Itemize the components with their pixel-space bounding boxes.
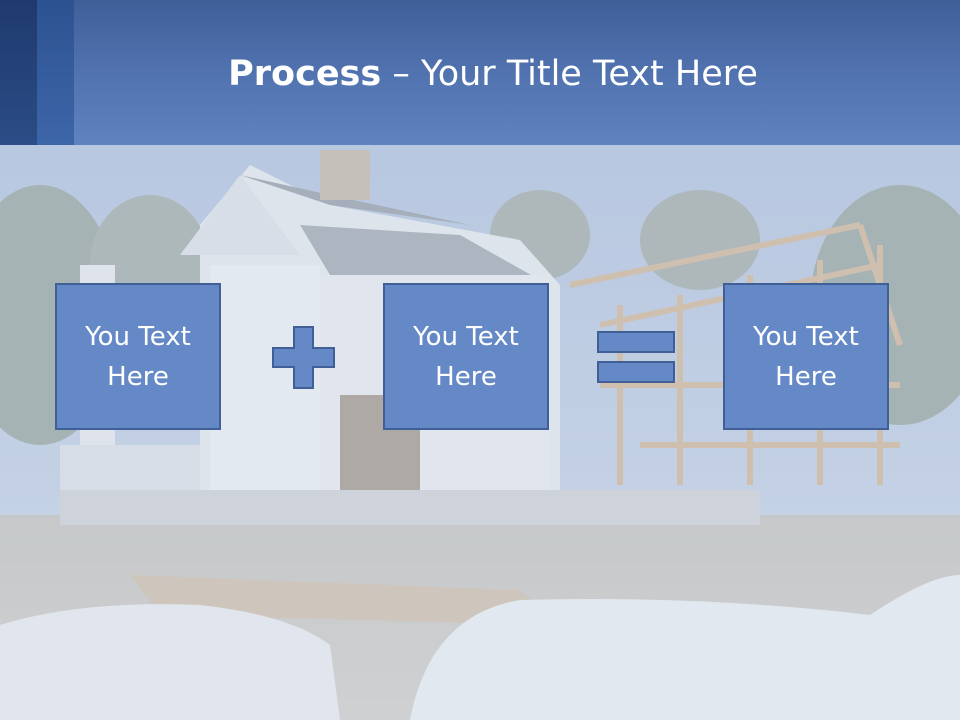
accent-stripe (0, 0, 37, 145)
process-step-box[interactable]: You Text Here (723, 283, 889, 430)
slide-title[interactable]: Process – Your Title Text Here (0, 52, 960, 96)
process-step-box[interactable]: You Text Here (55, 283, 221, 430)
process-step-label: You Text Here (413, 321, 519, 392)
process-step-label: You Text Here (85, 321, 191, 392)
process-step-box[interactable]: You Text Here (383, 283, 549, 430)
equals-icon (597, 331, 675, 383)
plus-icon (272, 326, 335, 389)
process-step-label: You Text Here (753, 321, 859, 392)
accent-stripe (37, 0, 74, 145)
title-separator: – (381, 54, 421, 94)
background-photo (0, 145, 960, 720)
title-bar: Process – Your Title Text Here (0, 0, 960, 145)
title-bold: Process (228, 54, 382, 94)
title-rest: Your Title Text Here (420, 54, 758, 94)
